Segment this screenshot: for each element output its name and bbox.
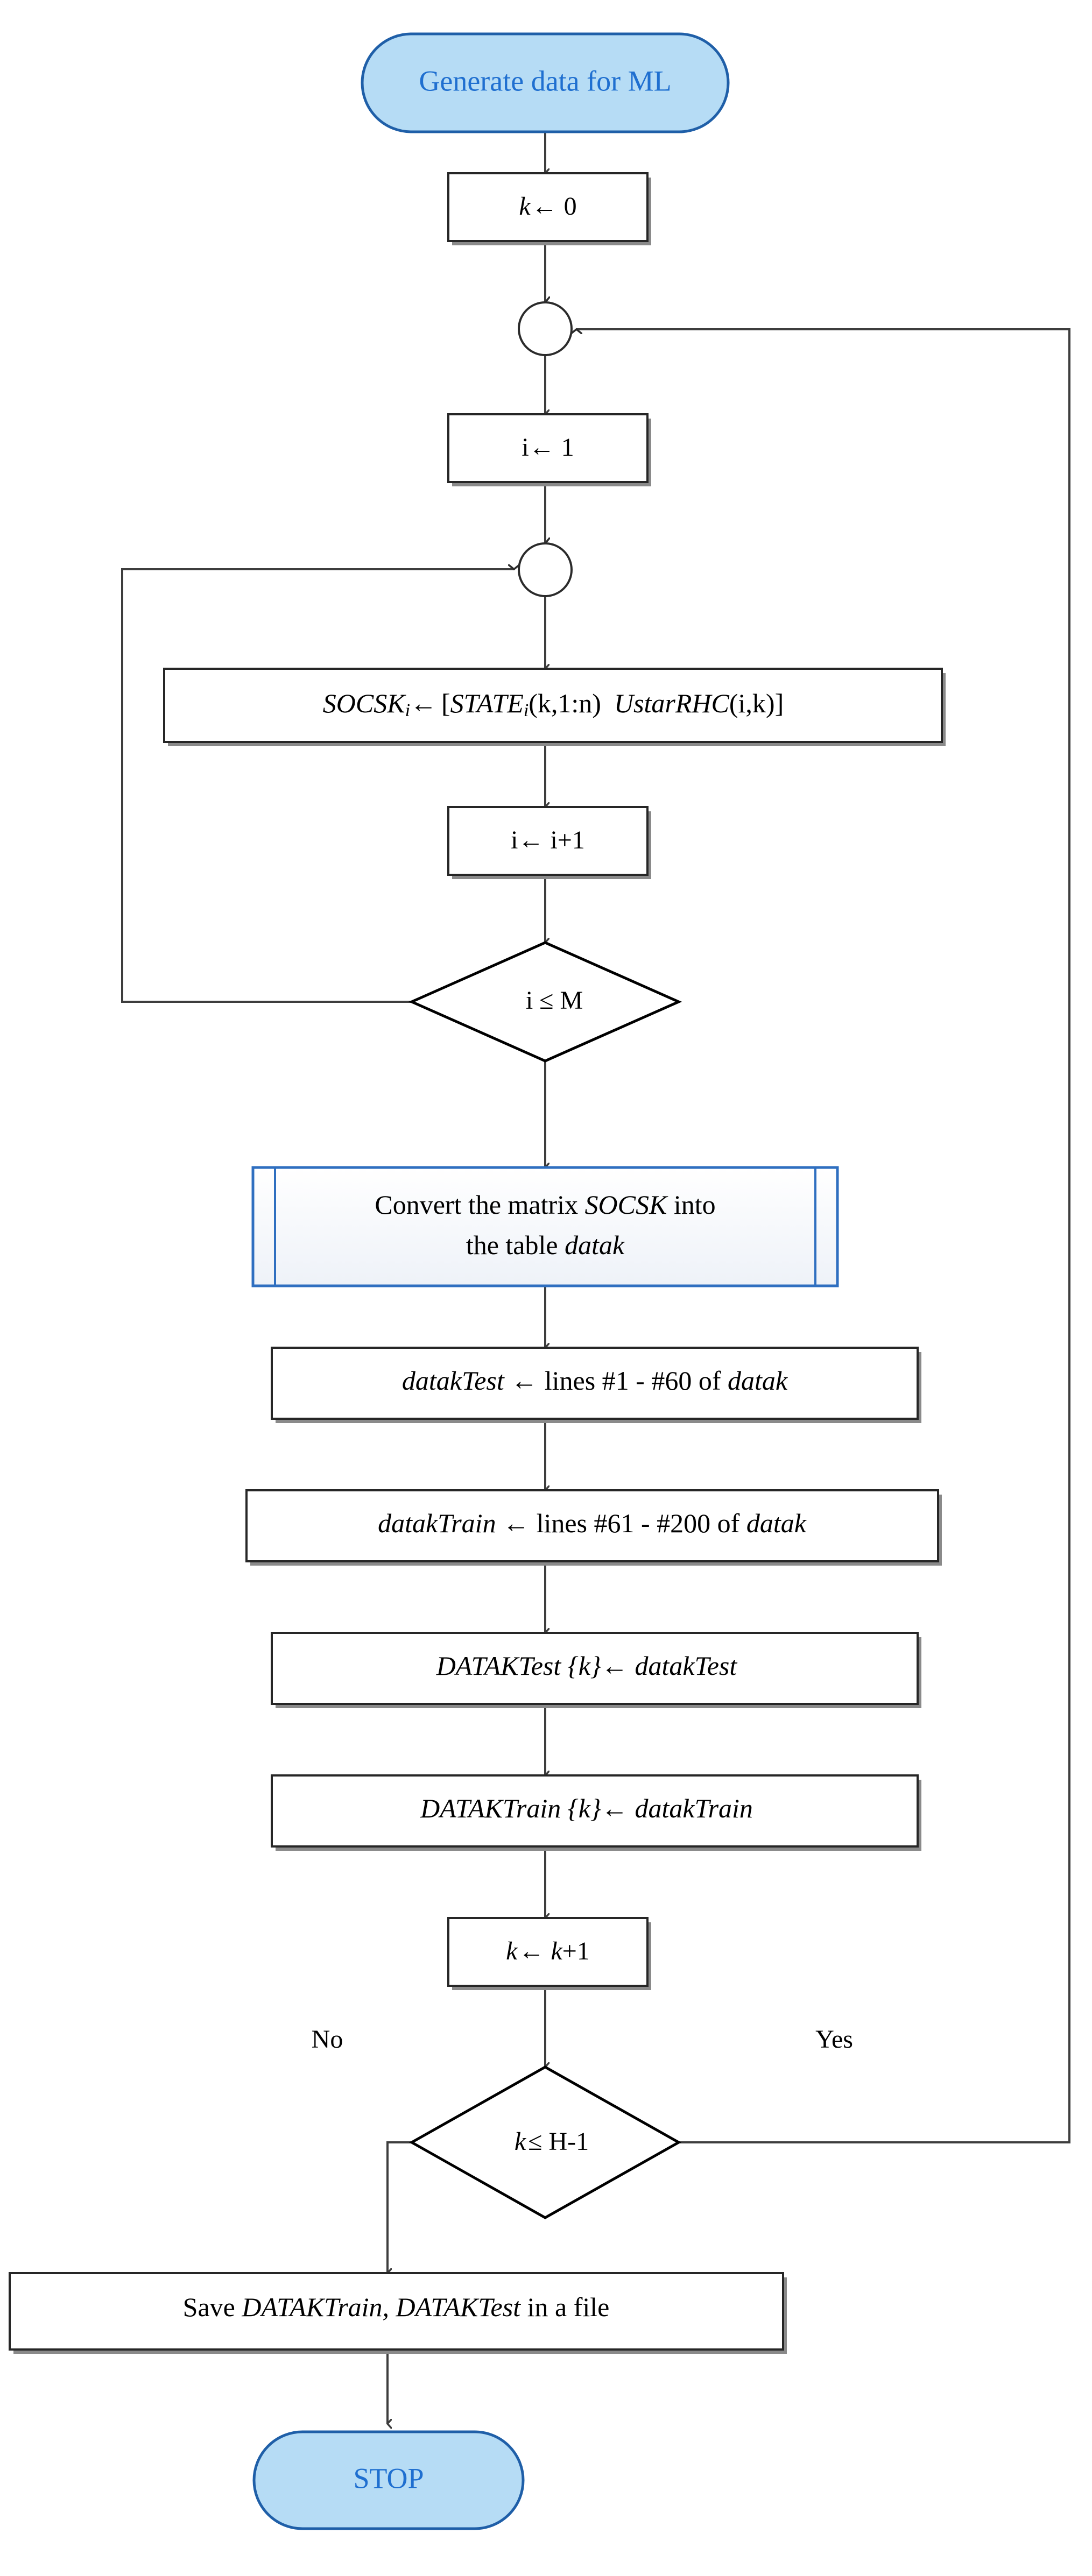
node-socsk-label: SOCSKi←[STATEi(k,1:n)UstarRHC(i,k)]: [323, 688, 784, 720]
node-init-k-label: k← 0: [519, 192, 576, 221]
node-incr-k-label: k← k+1: [506, 1937, 590, 1965]
node-datak-test[interactable]: datakTest ← lines #1 - #60 of datak: [271, 1347, 921, 1423]
edge-testk-yes-loop-to-junctionk: [576, 329, 1070, 2143]
node-DATAK-test[interactable]: DATAKTest {k}← datakTest: [271, 1632, 921, 1708]
node-test-i-label: i ≤ M: [526, 986, 583, 1015]
node-convert[interactable]: Convert the matrix SOCSK into the table …: [251, 1166, 839, 1287]
node-start-label: Generate data for ML: [419, 65, 671, 97]
node-test-k[interactable]: k≤ H-1: [408, 2065, 682, 2219]
node-stop-label: STOP: [353, 2462, 424, 2494]
node-stop[interactable]: STOP: [252, 2430, 525, 2530]
node-test-k-label: k≤ H-1: [515, 2127, 589, 2156]
edge-testi-no-loop-to-junctioni: [121, 569, 514, 1003]
node-init-i[interactable]: i← 1: [447, 413, 651, 486]
node-DATAK-train-label: DATAKTrain {k}← datakTrain: [420, 1793, 753, 1823]
node-datak-train-label: datakTrain ← lines #61 - #200 of datak: [378, 1508, 807, 1538]
node-datak-train[interactable]: datakTrain ← lines #61 - #200 of datak: [245, 1489, 942, 1566]
node-start[interactable]: Generate data for ML: [361, 32, 730, 133]
node-save-label: Save DATAKTrain, DATAKTest in a file: [183, 2292, 610, 2322]
node-junction-i[interactable]: [518, 542, 573, 597]
node-convert-line1: Convert the matrix SOCSK into: [375, 1190, 715, 1220]
edge-label-no: No: [312, 2025, 343, 2054]
node-DATAK-test-label: DATAKTest {k}← datakTest: [436, 1651, 738, 1681]
node-DATAK-train[interactable]: DATAKTrain {k}← datakTrain: [271, 1774, 921, 1851]
node-datak-test-label: datakTest ← lines #1 - #60 of datak: [402, 1365, 788, 1396]
node-init-i-label: i← 1: [522, 433, 574, 462]
edge-label-yes: Yes: [815, 2025, 853, 2054]
node-incr-k[interactable]: k← k+1: [447, 1917, 651, 1990]
node-junction-k[interactable]: [518, 301, 573, 356]
node-convert-line2: the table datak: [466, 1230, 625, 1260]
node-init-k[interactable]: k← 0: [447, 172, 651, 245]
node-test-i[interactable]: i ≤ M: [408, 941, 682, 1063]
node-incr-i[interactable]: i← i+1: [447, 806, 651, 879]
node-incr-i-label: i← i+1: [511, 826, 585, 854]
edge-testk-no-to-save: [388, 2141, 412, 2273]
node-save[interactable]: Save DATAKTrain, DATAKTest in a file: [9, 2272, 787, 2354]
node-socsk[interactable]: SOCSKi←[STATEi(k,1:n)UstarRHC(i,k)]: [163, 668, 946, 746]
